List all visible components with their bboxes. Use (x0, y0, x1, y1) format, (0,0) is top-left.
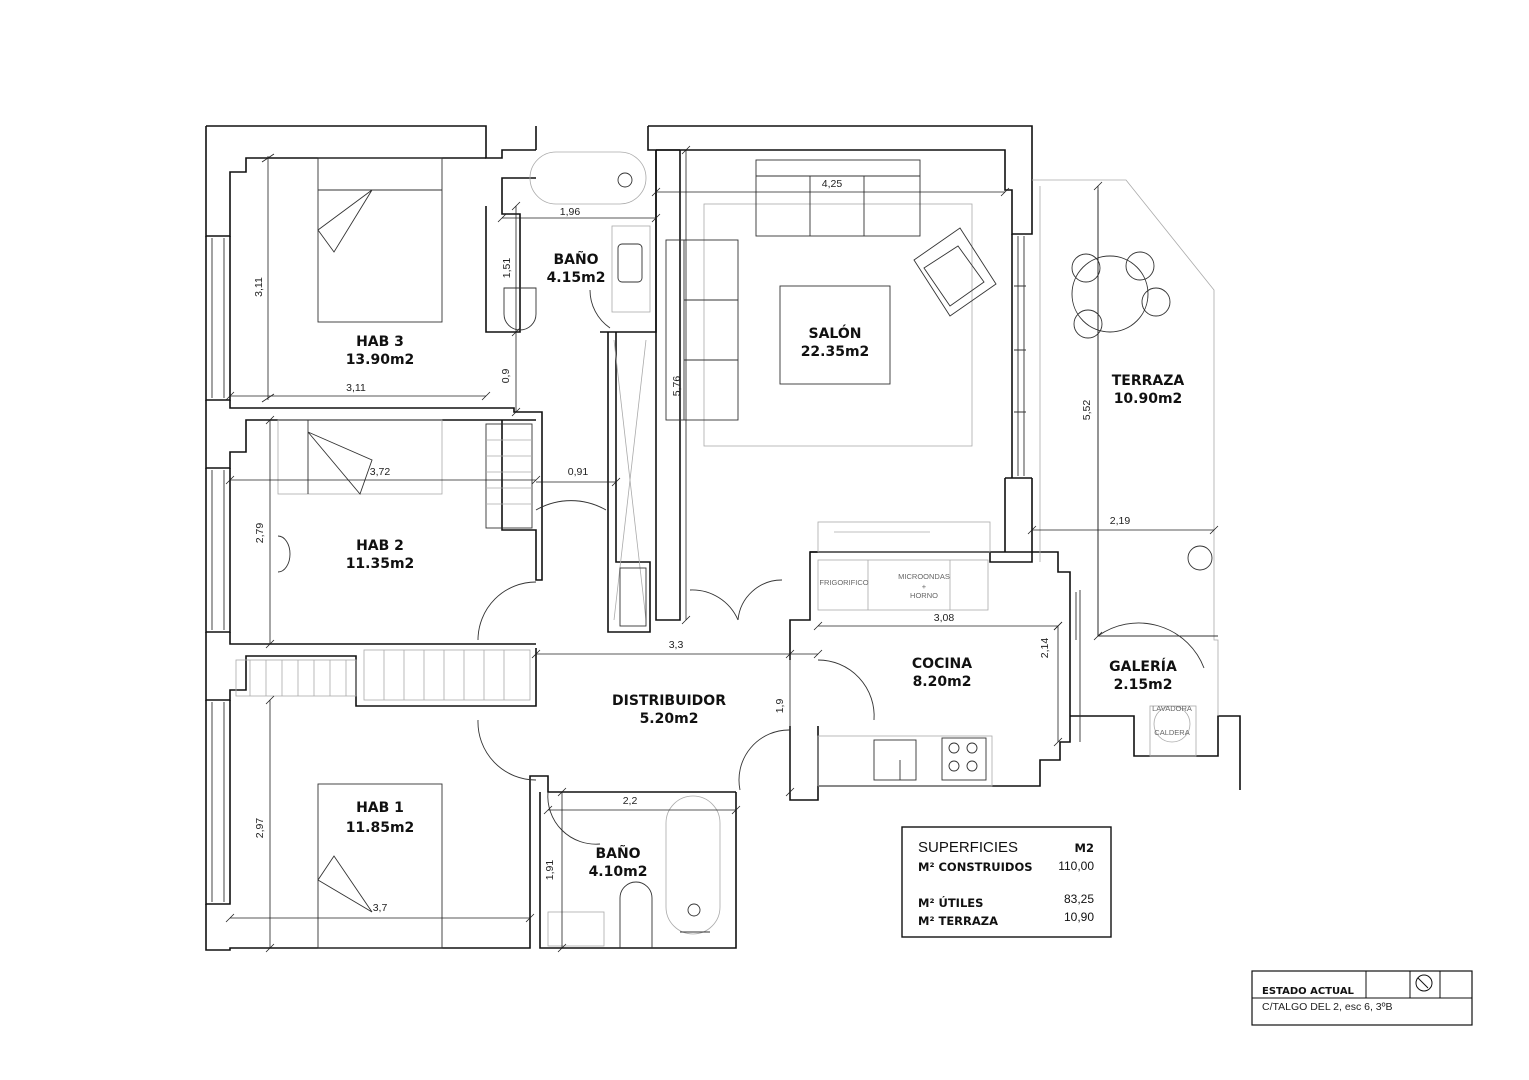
dimension-labels: 3,11 3,11 1,96 1,51 0,9 4,25 5,76 5,52 2… (253, 178, 1130, 914)
dim-hab1-height: 2,97 (254, 818, 266, 839)
room-hab1-name: HAB 1 (356, 800, 404, 816)
room-salon-area: 22.35m2 (801, 344, 870, 360)
room-distribuidor-area: 5.20m2 (640, 711, 699, 727)
summary-value-constructed: 110,00 (1058, 859, 1094, 873)
room-hab2-area: 11.35m2 (346, 556, 415, 572)
plus-label: + (922, 582, 927, 591)
boiler-label: CALDERA (1154, 728, 1189, 737)
room-galeria-area: 2.15m2 (1114, 677, 1173, 693)
dim-cocina-width: 3,08 (934, 612, 955, 624)
room-hab2-name: HAB 2 (356, 538, 404, 554)
appliance-labels: FRIGORIFICO MICROONDAS + HORNO LAVADORA … (819, 572, 1191, 737)
dimension-lines (225, 145, 1219, 953)
dim-bano1-height: 1,51 (501, 258, 513, 279)
walls (205, 125, 1241, 951)
summary-value-useful: 83,25 (1064, 892, 1094, 906)
dim-bano2-height: 1,91 (544, 860, 556, 881)
furniture (235, 151, 1213, 949)
dim-pasillo-width: 0,91 (568, 466, 589, 478)
dim-salon-width: 4,25 (822, 178, 843, 190)
dim-distribuidor-height: 1,9 (774, 699, 786, 714)
dim-hab3-height: 3,11 (253, 277, 265, 297)
room-bano1-name: BAÑO (553, 251, 598, 268)
north-arrow-icon (1415, 974, 1433, 992)
dim-bano2-width: 2,2 (623, 795, 638, 807)
washer-label: LAVADORA (1152, 704, 1192, 713)
dim-terraza-height: 5,52 (1081, 400, 1093, 421)
room-bano1-area: 4.15m2 (547, 270, 606, 286)
microwave-label: MICROONDAS (898, 572, 950, 581)
room-bano2-name: BAÑO (595, 845, 640, 862)
dim-hab1-width: 3,7 (373, 902, 388, 914)
dim-distribuidor-width: 3,3 (669, 639, 684, 651)
summary-label-constructed: M² CONSTRUIDOS (918, 860, 1033, 874)
title-block-title: ESTADO ACTUAL (1262, 986, 1355, 997)
dim-hab3-width: 3,11 (346, 382, 366, 394)
room-salon-name: SALÓN (809, 324, 862, 342)
dim-bano1-width: 1,96 (560, 206, 581, 218)
room-bano2-area: 4.10m2 (589, 864, 648, 880)
summary-unit: M2 (1075, 841, 1094, 855)
summary-table: SUPERFICIES M2 M² CONSTRUIDOS 110,00 M² … (901, 826, 1112, 938)
summary-value-terrace: 10,90 (1064, 910, 1094, 924)
title-block-address: C/TALGO DEL 2, esc 6, 3ºB (1262, 1001, 1392, 1013)
summary-title: SUPERFICIES (918, 839, 1018, 856)
room-hab3-area: 13.90m2 (346, 352, 415, 368)
dim-terraza-width: 2,19 (1110, 515, 1131, 527)
room-cocina-name: COCINA (912, 656, 972, 672)
title-block: ESTADO ACTUAL C/TALGO DEL 2, esc 6, 3ºB (1251, 970, 1473, 1026)
dim-hab2-height: 2,79 (254, 523, 266, 544)
room-terraza-name: TERRAZA (1112, 373, 1185, 389)
room-labels: HAB 3 13.90m2 BAÑO 4.15m2 SALÓN 22.35m2 … (346, 251, 1185, 880)
dim-cocina-height: 2,14 (1039, 638, 1051, 659)
room-cocina-area: 8.20m2 (913, 674, 972, 690)
dim-salon-height: 5,76 (671, 376, 683, 397)
summary-label-useful: M² ÚTILES (918, 895, 983, 910)
oven-label: HORNO (910, 591, 938, 600)
summary-label-terrace: M² TERRAZA (918, 914, 998, 928)
room-terraza-area: 10.90m2 (1114, 391, 1183, 407)
dim-hab2-width: 3,72 (370, 466, 391, 478)
room-hab1-area: 11.85m2 (346, 820, 415, 836)
fridge-label: FRIGORIFICO (819, 578, 868, 587)
room-galeria-name: GALERÍA (1109, 658, 1177, 675)
room-distribuidor-name: DISTRIBUIDOR (612, 693, 726, 709)
dim-hall-top: 0,9 (500, 369, 512, 384)
room-hab3-name: HAB 3 (356, 334, 404, 350)
